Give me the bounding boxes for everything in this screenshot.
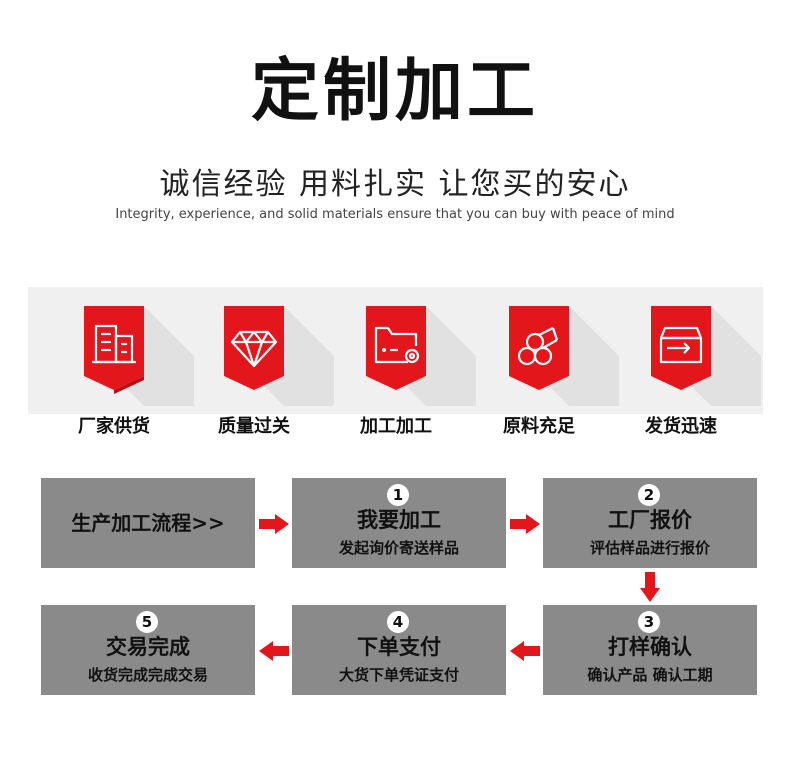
- feature-factory-supply: 厂家供货: [44, 287, 194, 462]
- feature-shipping: 发货迅速: [611, 287, 761, 462]
- process-step-1: 1 我要加工 发起询价寄送样品: [292, 478, 506, 568]
- page-title: 定制加工: [250, 52, 539, 131]
- step-number: 4: [387, 611, 409, 633]
- feature-label: 加工加工: [360, 416, 432, 437]
- arrow-left-icon: [510, 641, 540, 665]
- step-number: 5: [136, 611, 158, 633]
- process-step-5: 5 交易完成 收货完成完成交易: [41, 605, 255, 695]
- feature-quality: 质量过关: [184, 287, 334, 462]
- feature-label: 原料充足: [503, 416, 575, 437]
- subtitle: Integrity, experience, and solid materia…: [115, 207, 675, 222]
- arrow-left-icon: [259, 641, 289, 665]
- process-intro: 生产加工流程>>: [41, 478, 255, 568]
- step-title: 打样确认: [608, 635, 692, 659]
- process-intro-label: 生产加工流程>>: [71, 511, 225, 535]
- feature-label: 发货迅速: [645, 416, 717, 437]
- material-rolls-icon: [509, 306, 619, 406]
- feature-label: 质量过关: [218, 416, 290, 437]
- step-title: 我要加工: [357, 508, 441, 532]
- folder-gear-icon: [366, 306, 476, 406]
- step-number: 1: [387, 484, 409, 506]
- process-step-2: 2 工厂报价 评估样品进行报价: [543, 478, 757, 568]
- step-desc: 确认产品 确认工期: [587, 666, 713, 684]
- feature-materials: 原料充足: [469, 287, 619, 462]
- slogan: 诚信经验 用料扎实 让您买的安心: [159, 167, 631, 202]
- step-desc: 收货完成完成交易: [87, 666, 208, 684]
- feature-processing: 加工加工: [326, 287, 476, 462]
- feature-label: 厂家供货: [78, 416, 150, 437]
- step-desc: 发起询价寄送样品: [338, 539, 459, 557]
- step-desc: 大货下单凭证支付: [338, 666, 459, 684]
- arrow-right-icon: [259, 514, 289, 538]
- process-step-4: 4 下单支付 大货下单凭证支付: [292, 605, 506, 695]
- step-title: 工厂报价: [608, 508, 692, 532]
- step-number: 3: [638, 611, 660, 633]
- shipping-box-icon: [651, 306, 761, 406]
- step-number: 2: [638, 484, 660, 506]
- arrow-down-icon: [640, 572, 660, 606]
- process-step-3: 3 打样确认 确认产品 确认工期: [543, 605, 757, 695]
- building-icon: [84, 306, 194, 406]
- step-title: 下单支付: [357, 635, 441, 659]
- step-desc: 评估样品进行报价: [589, 539, 710, 557]
- arrow-right-icon: [510, 514, 540, 538]
- diamond-icon: [224, 306, 334, 406]
- step-title: 交易完成: [106, 635, 190, 659]
